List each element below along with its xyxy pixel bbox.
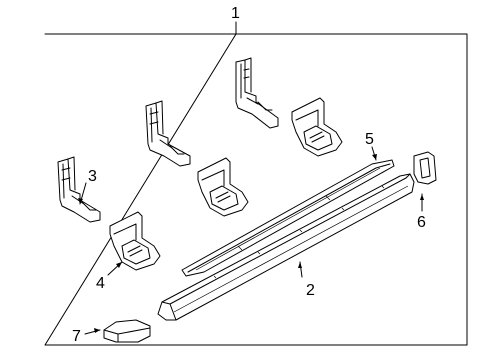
step-pad — [181, 159, 395, 277]
hardware-cap — [103, 319, 151, 343]
end-cap — [413, 151, 437, 185]
support-bracket-left — [109, 211, 161, 271]
callout-label-3: 3 — [88, 168, 97, 185]
callout-label-7: 7 — [72, 328, 81, 345]
step-bar — [157, 173, 415, 321]
callout-label-2: 2 — [306, 282, 315, 299]
support-bracket-middle — [197, 157, 249, 217]
callout-label-1: 1 — [231, 5, 240, 22]
mount-bracket-left — [57, 156, 101, 223]
callout-label-5: 5 — [365, 131, 374, 148]
mount-bracket-upper-right — [235, 57, 279, 129]
assembly-frame — [44, 21, 468, 346]
callout-label-6: 6 — [417, 214, 426, 231]
mount-bracket-middle — [145, 100, 191, 167]
callout-label-4: 4 — [96, 275, 105, 292]
support-bracket-upper-right — [291, 97, 343, 157]
leader-lines — [78, 146, 424, 335]
